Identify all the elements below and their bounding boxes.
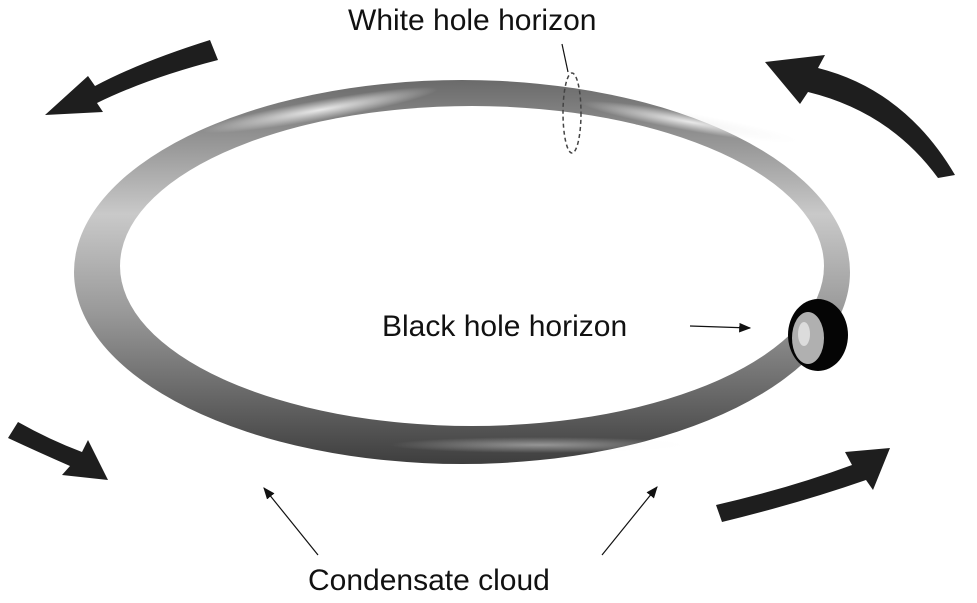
pointer-white-hole bbox=[561, 43, 569, 73]
condensate-ring bbox=[74, 80, 850, 464]
pointer-lines bbox=[263, 43, 752, 556]
flow-arrows bbox=[8, 40, 955, 522]
condensate-cloud-label: Condensate cloud bbox=[308, 564, 550, 597]
white-hole-horizon bbox=[562, 72, 582, 154]
white-hole-horizon-label: White hole horizon bbox=[348, 4, 597, 37]
pointer-cloud-left bbox=[263, 487, 319, 556]
flow-arrow-bottom-right bbox=[716, 448, 890, 522]
flow-arrow-top-right bbox=[765, 55, 955, 178]
flow-arrow-top-left bbox=[45, 40, 218, 115]
flow-arrow-bottom-left bbox=[8, 422, 108, 480]
black-hole-horizon bbox=[788, 299, 848, 371]
pointer-cloud-right bbox=[601, 486, 658, 556]
black-hole-horizon-label: Black hole horizon bbox=[382, 310, 628, 343]
pointer-black-hole bbox=[689, 322, 752, 333]
